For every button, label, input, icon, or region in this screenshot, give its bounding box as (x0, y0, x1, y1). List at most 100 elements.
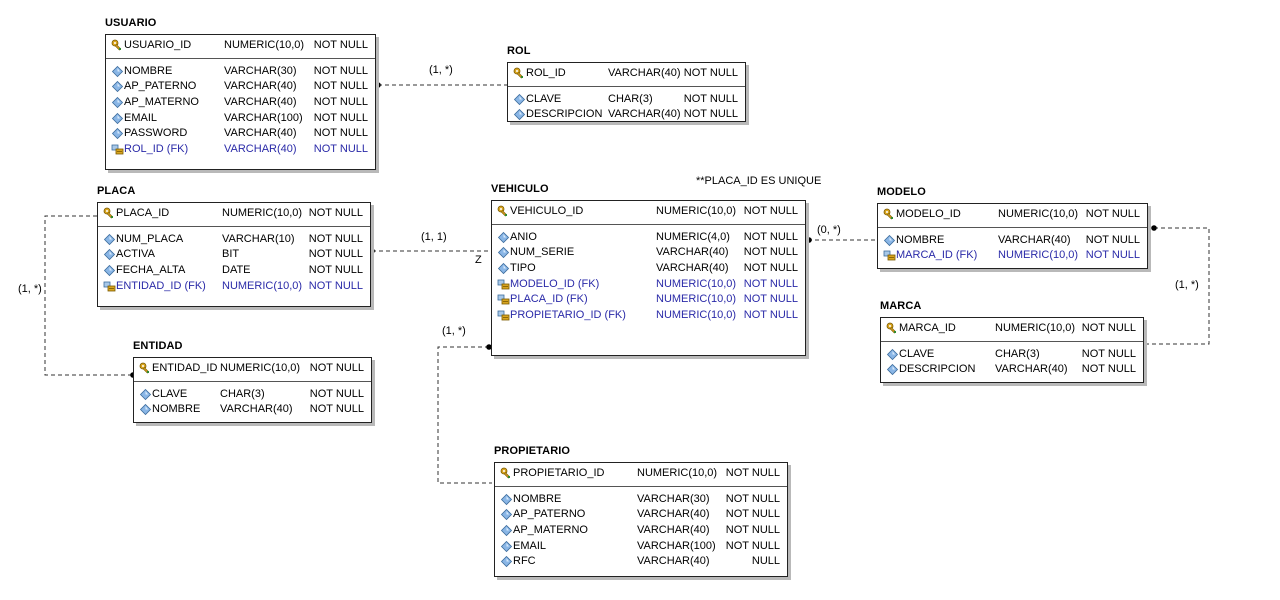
column-name: NOMBRE (124, 64, 173, 77)
entity-title: VEHICULO (491, 183, 549, 195)
diamond-icon (497, 246, 510, 259)
column-name: EMAIL (124, 111, 158, 124)
column-type: VARCHAR(10) (222, 232, 295, 245)
column-type: NUMERIC(10,0) (637, 467, 718, 479)
pk-row[interactable]: VEHICULO_ID NUMERIC(10,0) NOT NULL (492, 204, 805, 220)
column-type: VARCHAR(40) (220, 403, 293, 416)
column-type: VARCHAR(30) (637, 492, 710, 505)
diamond-icon (111, 96, 124, 109)
column-type: VARCHAR(40) (637, 508, 710, 521)
column-name: MARCA_ID (FK) (896, 249, 978, 262)
entity-title: MODELO (877, 186, 926, 198)
fk-row[interactable]: PLACA_ID (FK)NUMERIC(10,0)NOT NULL (492, 292, 805, 308)
foreign-key-icon (103, 280, 116, 293)
column-name: CLAVE (152, 387, 188, 400)
key-icon (513, 67, 526, 80)
column-nullability: NOT NULL (725, 508, 780, 521)
fk-row[interactable]: PROPIETARIO_ID (FK)NUMERIC(10,0)NOT NULL (492, 308, 805, 324)
column-type: NUMERIC(10,0) (995, 322, 1076, 334)
diamond-icon (513, 108, 526, 121)
column-type: VARCHAR(40) (224, 127, 297, 140)
column-nullability: NOT NULL (743, 205, 798, 217)
column-name: EMAIL (513, 539, 547, 552)
fk-row[interactable]: MODELO_ID (FK)NUMERIC(10,0)NOT NULL (492, 277, 805, 293)
diamond-icon (500, 524, 513, 537)
fk-row[interactable]: ROL_ID (FK)VARCHAR(40)NOT NULL (106, 142, 375, 158)
column-nullability: NOT NULL (1085, 208, 1140, 220)
column-name: VEHICULO_ID (510, 205, 584, 217)
column-nullability: NOT NULL (1085, 249, 1140, 262)
entity-title: PLACA (97, 185, 136, 197)
column-name: PROPIETARIO_ID (FK) (510, 309, 626, 322)
column-nullability: NOT NULL (743, 262, 798, 275)
key-icon (497, 205, 510, 218)
diamond-icon (497, 231, 510, 244)
column-type: NUMERIC(10,0) (656, 277, 737, 290)
diamond-icon (111, 80, 124, 93)
fk-row[interactable]: MARCA_ID (FK)NUMERIC(10,0)NOT NULL (878, 248, 1147, 264)
column-nullability: NOT NULL (725, 467, 780, 479)
fk-row[interactable]: ENTIDAD_ID (FK)NUMERIC(10,0)NOT NULL (98, 279, 370, 295)
rel-vehiculo-propietario (437, 346, 492, 484)
rel-placa-entidad (44, 215, 133, 376)
foreign-key-icon (883, 249, 896, 262)
entity-vehiculo[interactable]: VEHICULO VEHICULO_ID NUMERIC(10,0) NOT NULL… (491, 183, 806, 356)
key-icon (500, 467, 513, 480)
column-type: VARCHAR(40) (656, 262, 729, 275)
column-type: VARCHAR(100) (637, 539, 716, 552)
column-nullability: NOT NULL (309, 362, 364, 374)
column-nullability: NOT NULL (313, 39, 368, 51)
column-nullability: NOT NULL (683, 92, 738, 105)
column-type: VARCHAR(40) (608, 108, 681, 121)
column-nullability: NOT NULL (743, 309, 798, 322)
column-type: NUMERIC(10,0) (656, 205, 737, 217)
column-name: DESCRIPCION (526, 108, 603, 121)
diamond-icon (111, 65, 124, 78)
